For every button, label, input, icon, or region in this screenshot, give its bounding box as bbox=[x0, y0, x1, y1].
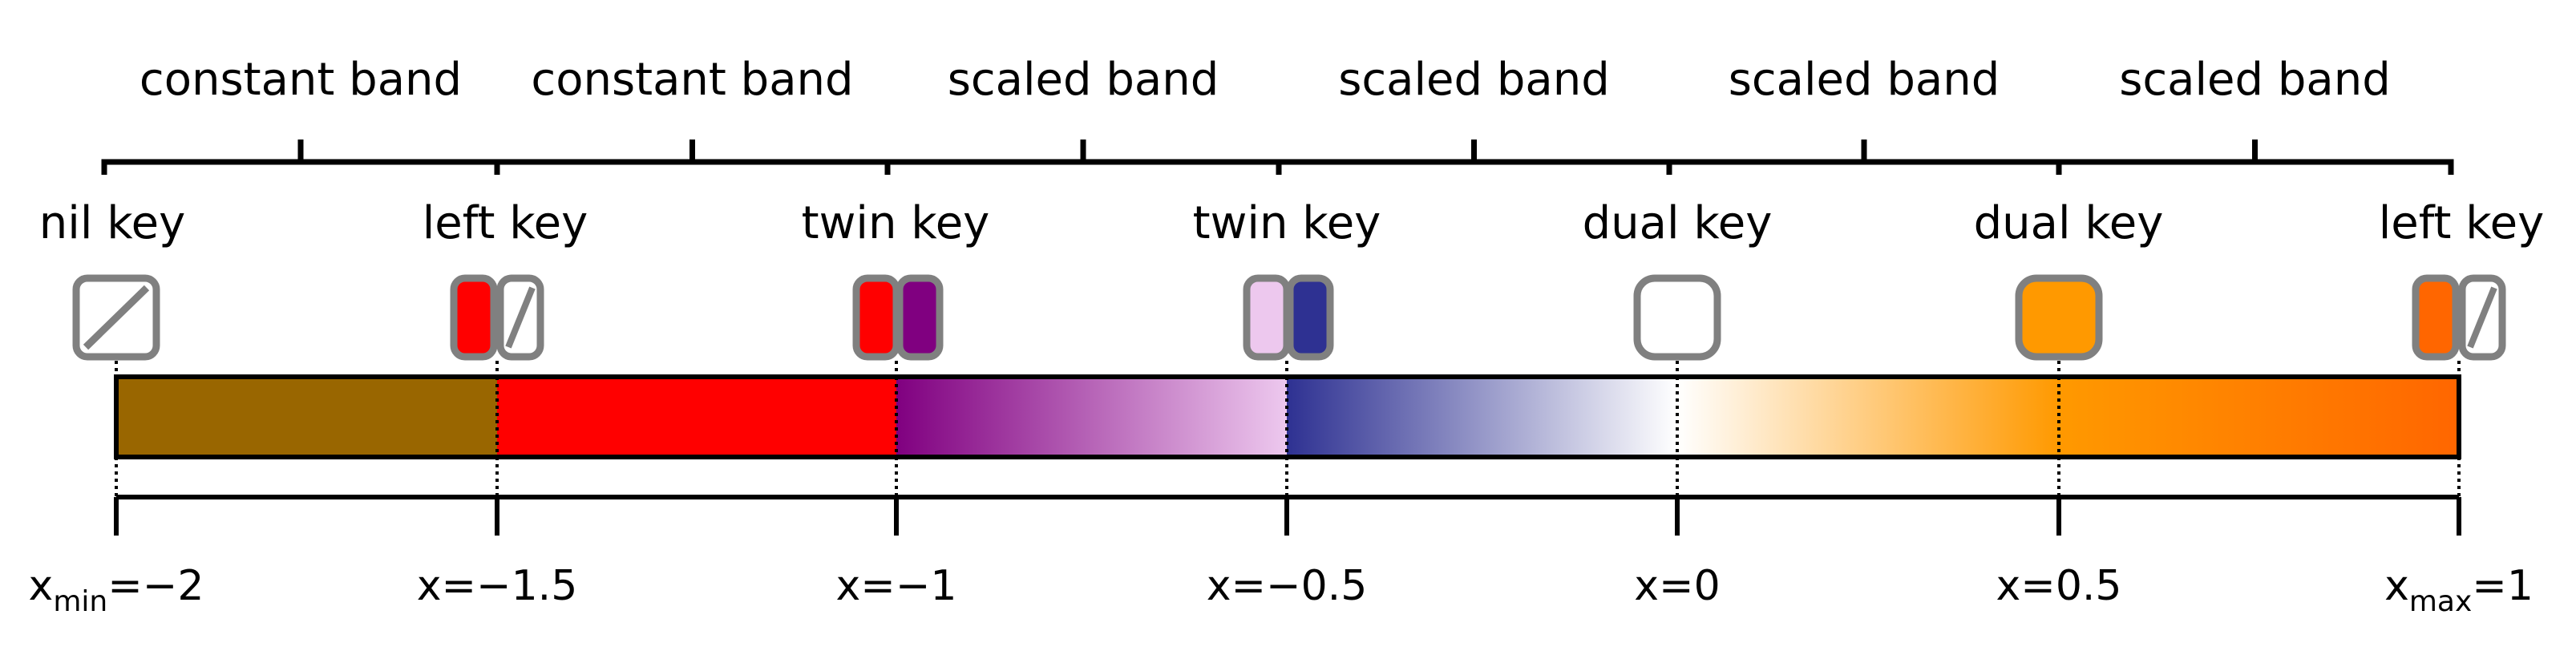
key-label: twin key bbox=[1193, 197, 1381, 249]
key-row: nil key left key twin key twin key dual key d… bbox=[39, 197, 2545, 361]
tick-label: x=0 bbox=[1634, 562, 1720, 610]
dual-key-icon bbox=[1633, 274, 1721, 361]
band-bracket bbox=[1276, 140, 1672, 175]
tick-label: xmin=−2 bbox=[29, 562, 204, 618]
band-label: scaled band bbox=[948, 54, 1219, 106]
dual-key-icon bbox=[2015, 274, 2103, 361]
tick-label: x=−1 bbox=[836, 562, 957, 610]
band-bracket bbox=[494, 140, 891, 175]
colorbar-segment bbox=[1677, 377, 2059, 457]
band-bracket bbox=[884, 140, 1282, 175]
tick-label: x=0.5 bbox=[1996, 562, 2121, 610]
colorbar-segment bbox=[116, 377, 497, 457]
nil-key-icon bbox=[72, 274, 160, 361]
band-brackets: constant band constant band scaled band sca… bbox=[101, 54, 2454, 175]
key-label: nil key bbox=[39, 197, 185, 249]
colorbar bbox=[114, 374, 2461, 459]
colorbar-segment bbox=[2059, 377, 2459, 457]
key-label: left key bbox=[423, 197, 588, 249]
key-label: dual key bbox=[1583, 197, 1773, 249]
key-label: dual key bbox=[1974, 197, 2164, 249]
left-key-icon bbox=[450, 274, 544, 361]
tick-label: x=−0.5 bbox=[1207, 562, 1368, 610]
colorbar-segment bbox=[896, 377, 1287, 457]
band-label: scaled band bbox=[1338, 54, 1610, 106]
band-bracket bbox=[101, 140, 500, 175]
twin-key-icon bbox=[852, 274, 944, 361]
band-bracket bbox=[2056, 140, 2454, 175]
tick-label: x=−1.5 bbox=[417, 562, 578, 610]
band-label: scaled band bbox=[2119, 54, 2391, 106]
key-label: left key bbox=[2379, 197, 2545, 249]
band-label: scaled band bbox=[1729, 54, 2000, 106]
colorbar-segment bbox=[497, 377, 896, 457]
twin-key-icon bbox=[1243, 274, 1334, 361]
band-bracket bbox=[1666, 140, 2062, 175]
band-label: constant band bbox=[140, 54, 462, 106]
key-label: twin key bbox=[802, 197, 990, 249]
left-key-icon bbox=[2412, 274, 2506, 361]
colorbar-segment bbox=[1287, 377, 1677, 457]
band-label: constant band bbox=[531, 54, 853, 106]
tick-label: xmax=1 bbox=[2384, 562, 2534, 618]
